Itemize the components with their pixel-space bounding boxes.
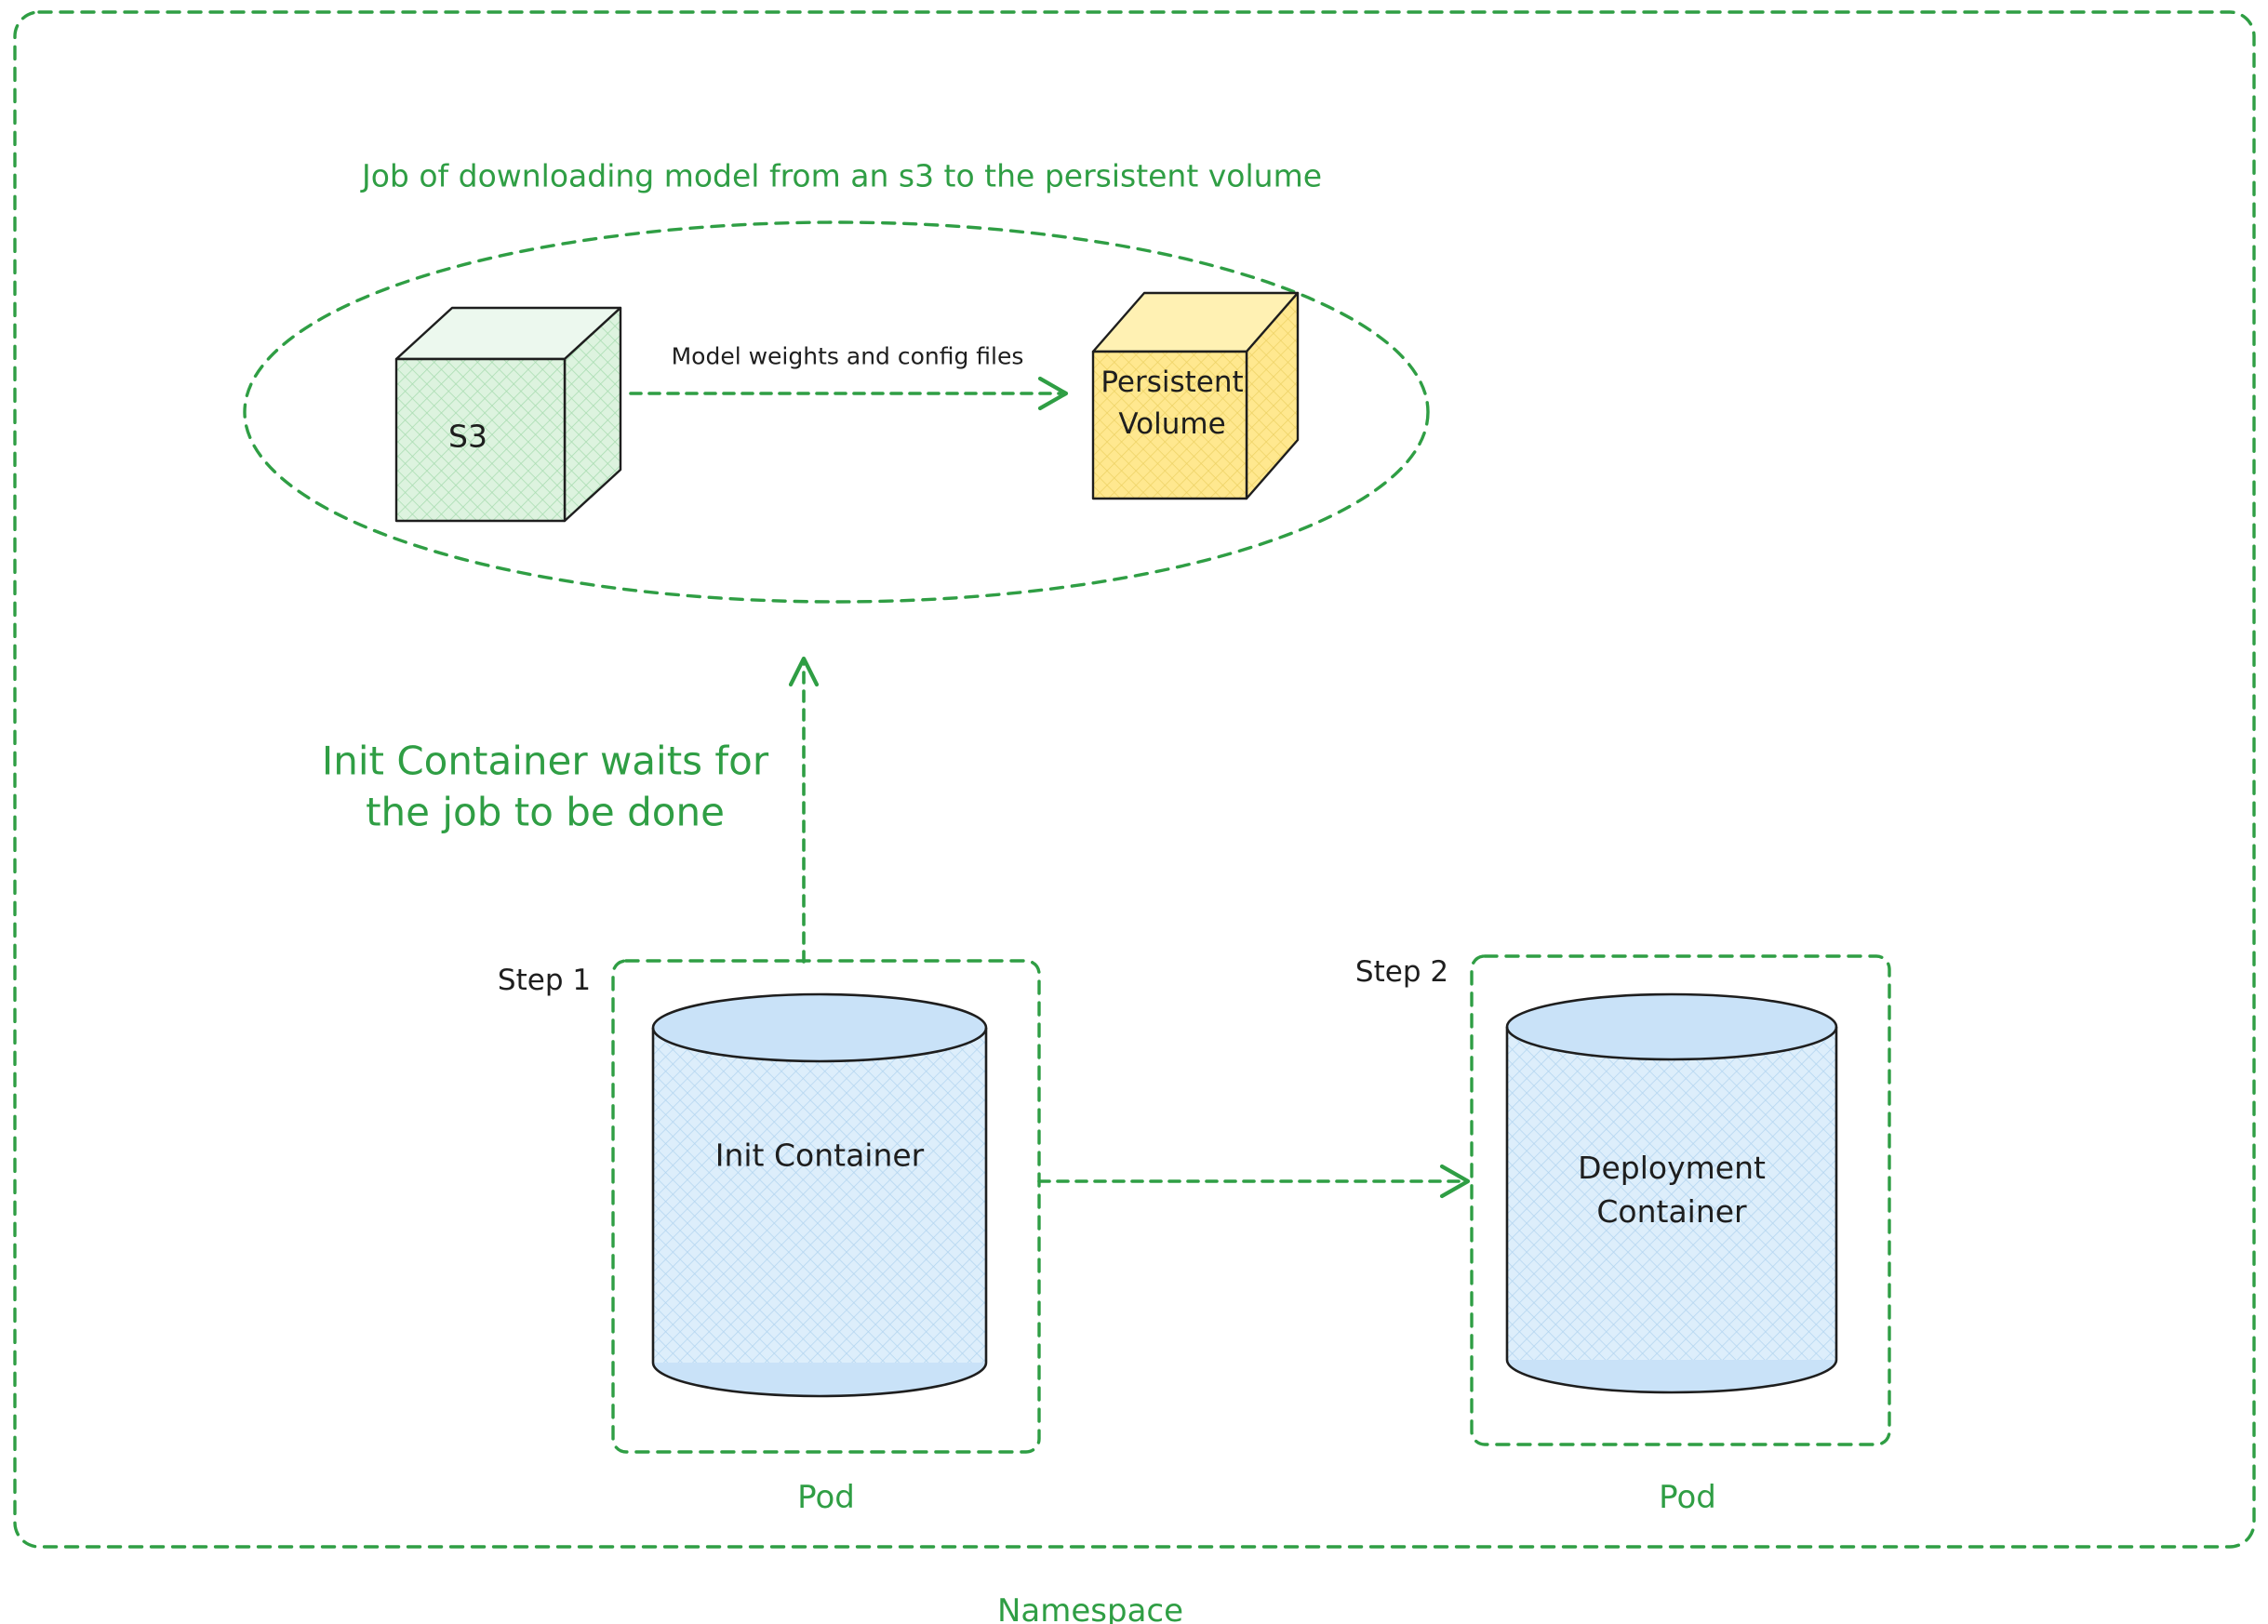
job-group-ellipse [243,220,1430,604]
init-container-label: Init Container [714,1137,925,1174]
deployment-container-label-line1: Deployment [1578,1150,1766,1187]
s3-cube-front-face [394,357,567,523]
namespace-border [13,10,2256,1549]
persistent-volume-cube [1091,291,1300,500]
pod2-border [1470,954,1891,1446]
transfer-arrow-label: Model weights and config files [671,342,1024,370]
step2-label: Step 2 [1354,954,1449,989]
deployment-container-cylinder [1505,992,1838,1394]
s3-cube [394,306,622,523]
s3-label: S3 [448,418,487,455]
pv-cube-front-face [1091,350,1248,500]
step1-label: Step 1 [497,963,592,997]
init-wait-note: Init Container waits for the job to be d… [322,736,768,837]
persistent-volume-label: Persistent Volume [1101,362,1243,446]
pod-link-arrow [1037,1164,1471,1199]
init-wait-note-line2: the job to be done [366,789,725,834]
init-wait-arrow [788,656,820,964]
pod2-label: Pod [1659,1478,1716,1516]
namespace-label: Namespace [996,1591,1184,1624]
persistent-volume-label-line1: Persistent [1101,366,1244,400]
init-container-cylinder [651,992,988,1398]
init-wait-note-line1: Init Container waits for [321,738,769,784]
pod1-border [611,959,1041,1454]
deployment-container-label: Deployment Container [1578,1147,1766,1234]
persistent-volume-label-line2: Volume [1118,407,1226,441]
job-title: Job of downloading model from an s3 to t… [361,157,1323,194]
pod1-label: Pod [797,1478,855,1516]
model-transfer-arrow [629,376,1069,411]
deployment-container-label-line2: Container [1596,1193,1747,1230]
